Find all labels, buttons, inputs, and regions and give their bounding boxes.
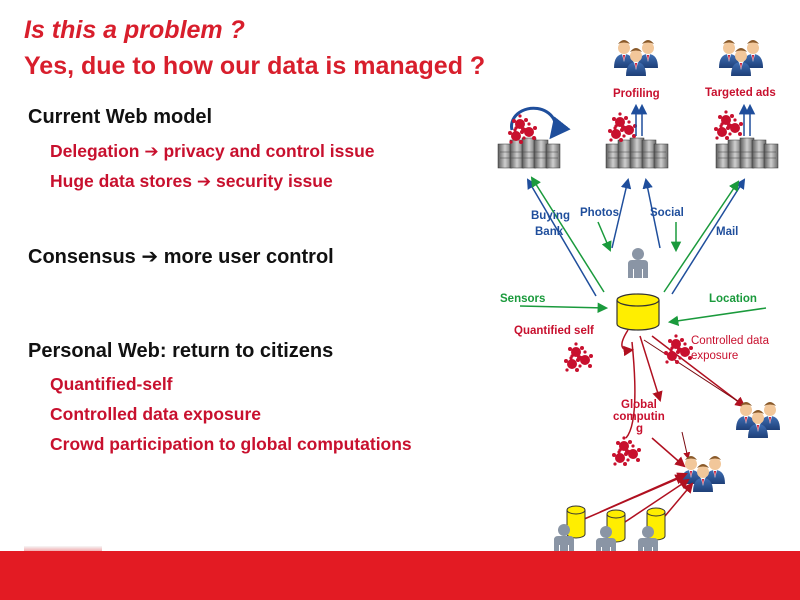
title-line-2: Yes, due to how our data is managed ? [24, 52, 486, 80]
arrow-right-icon: ➔ [141, 246, 159, 268]
bullet-delegation-left: Delegation [50, 141, 140, 161]
slide-title: Is this a problem ? Yes, due to how our … [24, 12, 485, 84]
consensus-right: more user control [163, 246, 334, 268]
bullet-quantified-self: Quantified-self [50, 374, 173, 394]
footer-fade [24, 546, 102, 554]
bullet-data-stores-left: Huge data stores [50, 171, 192, 191]
virus-icon [564, 342, 593, 372]
bullet-huge-data-stores: Huge data stores ➔ security issue [50, 171, 333, 192]
label-exposure: exposure [691, 350, 738, 362]
label-computin: computin [613, 411, 665, 423]
personal-database-icon [616, 293, 660, 331]
arrow-right-icon: ➔ [196, 172, 212, 191]
bullet-delegation: Delegation ➔ privacy and control issue [50, 141, 375, 162]
label-buying: Buying [531, 210, 570, 222]
label-bank: Bank [535, 226, 564, 238]
virus-icon [714, 110, 743, 140]
crowd-database-icon [606, 509, 626, 543]
arrow-right-icon: ➔ [144, 142, 159, 161]
bullet-data-stores-right: security issue [215, 171, 333, 191]
user-person-icon [628, 248, 648, 278]
heading-personal-web: Personal Web: return to citizens [28, 340, 334, 362]
bullet-delegation-right: privacy and control issue [163, 141, 375, 161]
crowd-database-icon [566, 505, 586, 539]
heading-current-web-model: Current Web model [28, 106, 213, 128]
global-computing-businessmen-icon [681, 456, 725, 492]
label-social: Social [650, 207, 684, 219]
label-global: Global [621, 399, 657, 411]
label-g: g [636, 423, 643, 435]
bullet-controlled-exposure: Controlled data exposure [50, 404, 262, 424]
label-location: Location [709, 293, 757, 305]
title-line-1: Is this a problem ? [24, 16, 245, 44]
heading-consensus: Consensus ➔ more user control [28, 244, 334, 269]
label-controlled-data: Controlled data [691, 335, 770, 347]
consensus-left: Consensus [28, 246, 136, 268]
footer-band [0, 551, 800, 600]
label-photos: Photos [580, 207, 619, 219]
virus-icon [608, 112, 637, 142]
server-farm-right-icon [715, 137, 779, 169]
label-sensors: Sensors [500, 293, 545, 305]
server-farm-middle-icon [605, 137, 669, 169]
label-quantified-self: Quantified self [514, 325, 594, 337]
bullet-crowd-participation: Crowd participation to global computatio… [50, 434, 412, 454]
controlled-exposure-businessmen-icon [736, 402, 780, 438]
virus-icon [612, 436, 641, 466]
targeted-ads-businessmen-icon [719, 40, 763, 76]
label-targeted-ads: Targeted ads [705, 87, 776, 99]
label-profiling: Profiling [613, 88, 660, 100]
profiling-businessmen-icon [614, 40, 658, 76]
server-farm-left-icon [497, 137, 561, 169]
label-mail: Mail [716, 226, 738, 238]
